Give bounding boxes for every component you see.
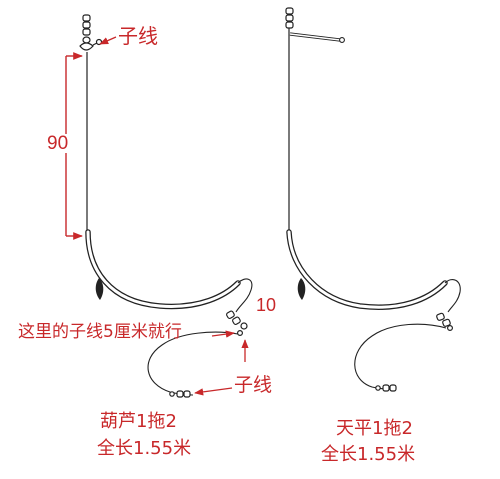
note-text: 这里的子线5厘米就行 (18, 322, 182, 342)
branch-line-loop-right (354, 323, 447, 390)
lower-swivel-right (375, 384, 397, 392)
swivel-cluster-left (226, 310, 248, 337)
branch-line-label-top: 子线 (118, 24, 158, 48)
sinker-right (297, 278, 306, 300)
curved-tube-right (286, 229, 448, 310)
dimension-90-label: 90 (47, 133, 69, 154)
dimension-10-label: 10 (256, 295, 277, 315)
left-rig-total-length: 全长1.55米 (97, 438, 192, 459)
upper-loop-left (235, 278, 253, 313)
right-rig-total-length: 全长1.55米 (321, 444, 416, 465)
top-swivel-left (82, 14, 91, 44)
top-swivel-right (285, 7, 294, 29)
arrow-branch-bottom (194, 387, 233, 396)
branch-line-label-bottom: 子线 (234, 374, 273, 396)
lower-swivel-left (169, 390, 191, 398)
curved-tube-left (85, 229, 241, 310)
sinker-left (95, 278, 104, 300)
arrow-note (211, 330, 235, 338)
t-connector-left (79, 38, 103, 51)
swivel-cluster-right (436, 312, 454, 332)
right-rig-name: 天平1拖2 (336, 418, 413, 439)
dimension-90 (65, 52, 83, 240)
upper-loop-right (444, 279, 461, 313)
balance-arm (289, 32, 345, 43)
left-rig-name: 葫芦1拖2 (100, 411, 177, 432)
arrow-branch-top (99, 36, 117, 45)
right-rig (285, 7, 461, 392)
